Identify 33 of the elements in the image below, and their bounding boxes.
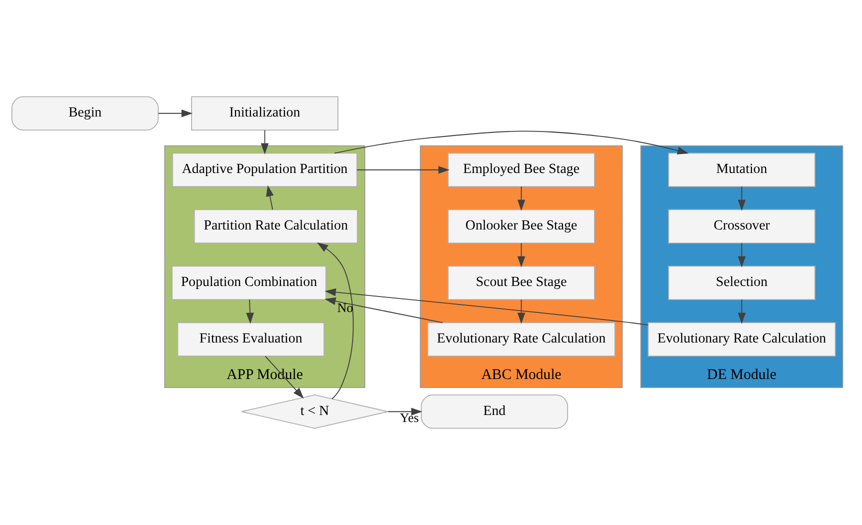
edge-label: No bbox=[337, 300, 354, 315]
node-box: Fitness Evaluation bbox=[177, 322, 324, 357]
arrow bbox=[517, 186, 526, 211]
node-box: Population Combination bbox=[172, 266, 326, 300]
node-box: Employed Bee Stage bbox=[448, 152, 595, 188]
edge-label: Yes bbox=[400, 410, 419, 425]
arrow bbox=[158, 109, 193, 118]
arrow bbox=[517, 299, 526, 324]
node-box: Crossover bbox=[668, 209, 816, 244]
node-box: Evolutionary Rate Calculation bbox=[648, 322, 836, 357]
node-box: Begin bbox=[11, 96, 159, 131]
arrow bbox=[388, 408, 422, 416]
arrow bbox=[738, 242, 746, 268]
node-box: Selection bbox=[668, 266, 816, 300]
node-diamond: t < N bbox=[241, 394, 388, 429]
node-box: Evolutionary Rate Calculation bbox=[427, 322, 616, 357]
node-box: Scout Bee Stage bbox=[448, 266, 595, 300]
node-box: Onlooker Bee Stage bbox=[448, 209, 595, 244]
node-box: Adaptive Population Partition bbox=[172, 152, 358, 188]
arrow bbox=[324, 297, 444, 324]
node-box: Partition Rate Calculation bbox=[194, 209, 358, 244]
arrow bbox=[738, 186, 746, 211]
arrow bbox=[738, 299, 746, 324]
arrow bbox=[517, 242, 526, 268]
arrow bbox=[260, 130, 269, 154]
node-box: Initialization bbox=[191, 96, 338, 131]
arrow bbox=[324, 288, 649, 326]
node-box: End bbox=[420, 394, 568, 429]
node-box: Mutation bbox=[668, 152, 816, 188]
arrow bbox=[266, 185, 274, 210]
arrow bbox=[356, 166, 450, 174]
arrow bbox=[246, 299, 254, 324]
arrow bbox=[334, 130, 689, 154]
